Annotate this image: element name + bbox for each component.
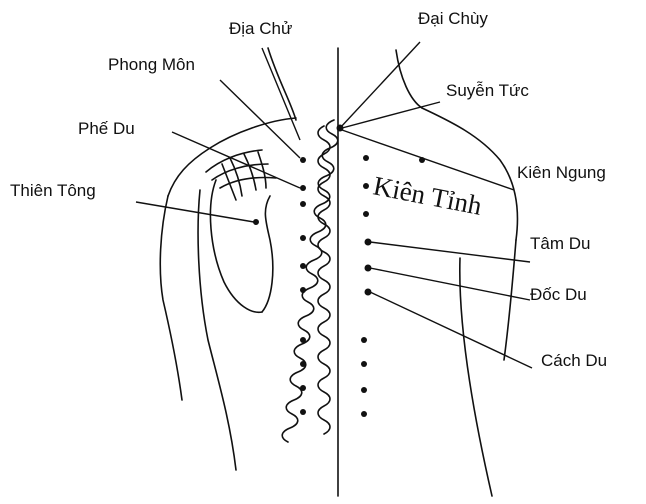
leader-phe-du [172, 132, 300, 188]
point-left-1 [300, 201, 306, 207]
point-left-5 [300, 337, 306, 343]
labels: Địa Chử Đại Chùy Phong Môn Suyễn Tức Phế… [10, 9, 607, 370]
leader-dai-chuy [340, 42, 420, 128]
label-kien-ngung: Kiên Ngung [517, 163, 606, 182]
label-doc-du: Đốc Du [530, 285, 587, 304]
label-dia-chu: Địa Chử [229, 19, 292, 38]
spine [282, 48, 338, 496]
label-kien-tinh: Kiên Tỉnh [371, 170, 485, 220]
label-suyen-tuc: Suyễn Tức [446, 81, 529, 100]
point-right-2 [363, 183, 369, 189]
point-left-3 [300, 263, 306, 269]
point-left-2 [300, 235, 306, 241]
point-left-4 [300, 287, 306, 293]
point-right-1 [363, 155, 369, 161]
label-phong-mon: Phong Môn [108, 55, 195, 74]
label-phe-du: Phế Du [78, 119, 135, 138]
leader-thien-tong [136, 202, 254, 222]
point-phong-mon [300, 157, 306, 163]
acupoint-dots [253, 125, 425, 418]
point-right-4 [361, 337, 367, 343]
point-left-8 [300, 409, 306, 415]
label-dai-chuy: Đại Chùy [418, 9, 488, 28]
point-left-7 [300, 385, 306, 391]
label-tam-du: Tâm Du [530, 234, 590, 253]
leader-tam-du [370, 242, 530, 262]
point-right-3 [363, 211, 369, 217]
point-right-5 [361, 361, 367, 367]
body-outline [160, 48, 517, 496]
point-left-6 [300, 361, 306, 367]
label-cach-du: Cách Du [541, 351, 607, 370]
point-right-6 [361, 387, 367, 393]
point-phe-du [300, 185, 306, 191]
point-right-7 [361, 411, 367, 417]
leader-suyen-tuc [342, 102, 440, 128]
label-thien-tong: Thiên Tông [10, 181, 96, 200]
leader-doc-du [370, 268, 530, 300]
